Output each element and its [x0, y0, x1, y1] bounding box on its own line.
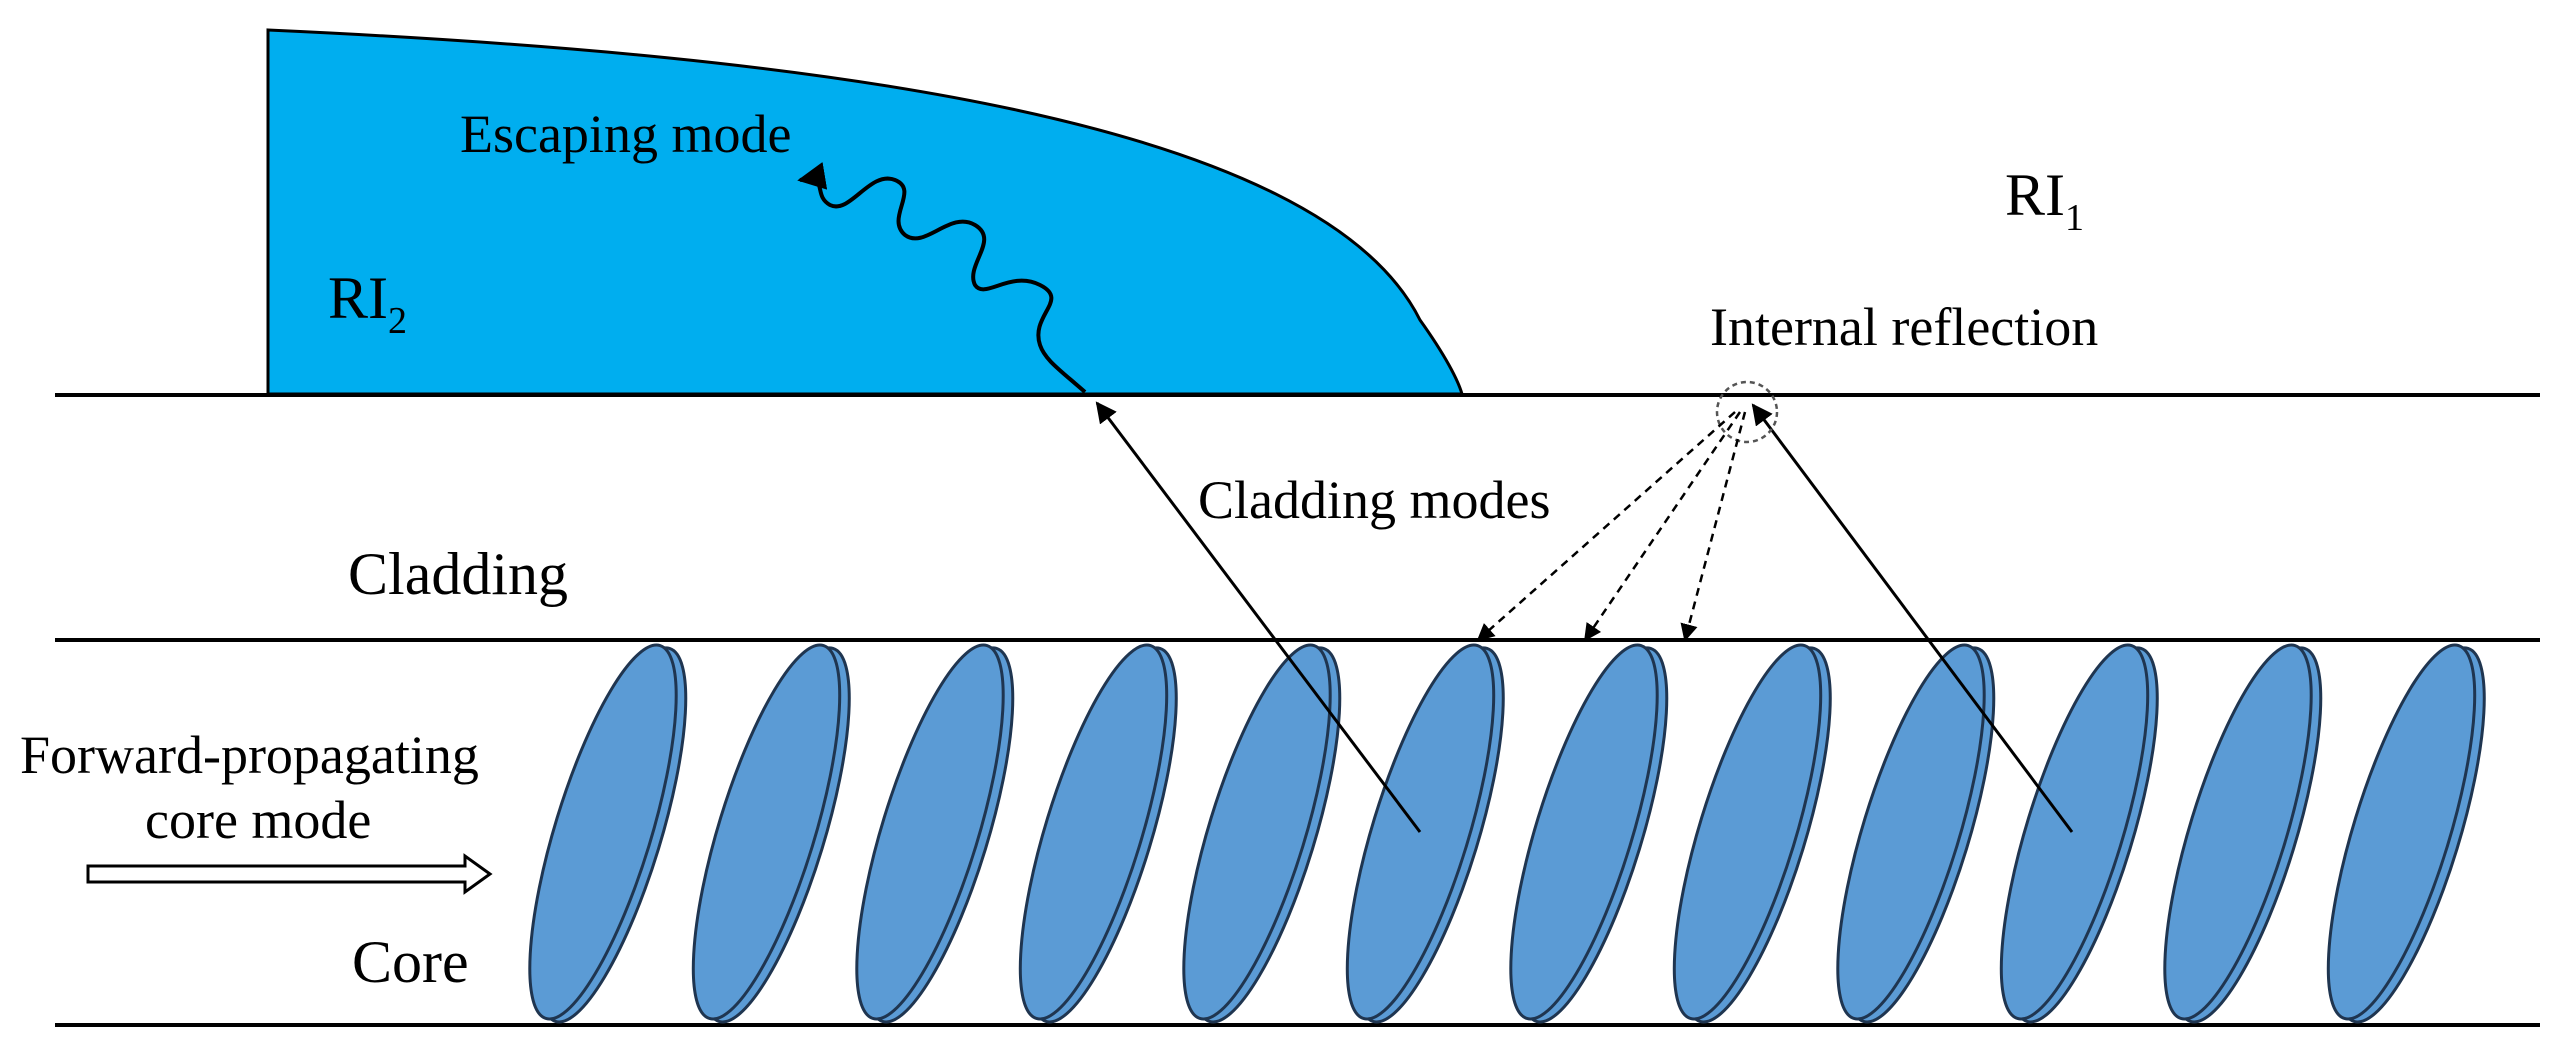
grating-fringe-face	[1018, 643, 1169, 1021]
grating-fringe	[2326, 643, 2486, 1024]
core-label: Core	[352, 929, 469, 995]
grating-fringe	[1345, 643, 1505, 1024]
cladding-mode-ray-left	[1095, 401, 1422, 833]
escaping-mode-label: Escaping mode	[460, 104, 791, 164]
grating-fringe	[1836, 643, 1996, 1024]
grating-fringe	[855, 643, 1015, 1024]
ri2-base: RI	[328, 265, 388, 331]
grating-fringe-face	[2163, 643, 2313, 1021]
forward-propagation-arrow	[86, 853, 493, 895]
cladding-modes-label: Cladding modes	[1198, 470, 1550, 530]
grating-fringe-face	[1836, 643, 1986, 1021]
reflected-ray-2	[1583, 411, 1742, 642]
grating-fringe-face	[1672, 643, 1823, 1021]
grating-fringe-face	[1509, 643, 1659, 1021]
internal-reflection-label: Internal reflection	[1710, 297, 2098, 357]
grating-fringe-face	[691, 643, 842, 1021]
grating-fringe	[528, 643, 688, 1024]
core-mode-label: core mode	[145, 790, 371, 850]
grating-fringe	[691, 643, 851, 1024]
reflected-ray-3	[1680, 411, 1747, 642]
reflected-ray-1	[1476, 411, 1736, 642]
grating-fringe-face	[1345, 643, 1496, 1021]
cladding-mode-ray-right	[1751, 403, 2074, 833]
grating-fringe	[2163, 643, 2323, 1024]
grating-fringe	[1182, 643, 1342, 1024]
escaping-mode-ray	[797, 162, 1087, 394]
grating-fringe-face	[2326, 643, 2477, 1021]
ri1-subscript: 1	[2065, 197, 2084, 239]
forward-propagating-label: Forward-propagating	[20, 725, 479, 785]
grating-fringe	[1999, 643, 2159, 1024]
cladding-label: Cladding	[348, 541, 568, 607]
ri2-label: RI2	[328, 265, 407, 342]
tilted-grating	[528, 643, 2486, 1024]
grating-fringe	[1018, 643, 1178, 1024]
grating-fringe	[1672, 643, 1832, 1024]
outer-medium-drop	[266, 28, 1464, 396]
internal-reflection-spot	[1715, 380, 1779, 444]
grating-fringe-face	[1182, 643, 1332, 1021]
grating-fringe	[1509, 643, 1669, 1024]
ri1-base: RI	[2005, 162, 2065, 228]
ri1-label: RI1	[2005, 162, 2084, 239]
grating-fringe-face	[855, 643, 1005, 1021]
ri2-subscript: 2	[388, 300, 407, 342]
grating-fringe-face	[1999, 643, 2150, 1021]
grating-fringe-face	[528, 643, 678, 1021]
